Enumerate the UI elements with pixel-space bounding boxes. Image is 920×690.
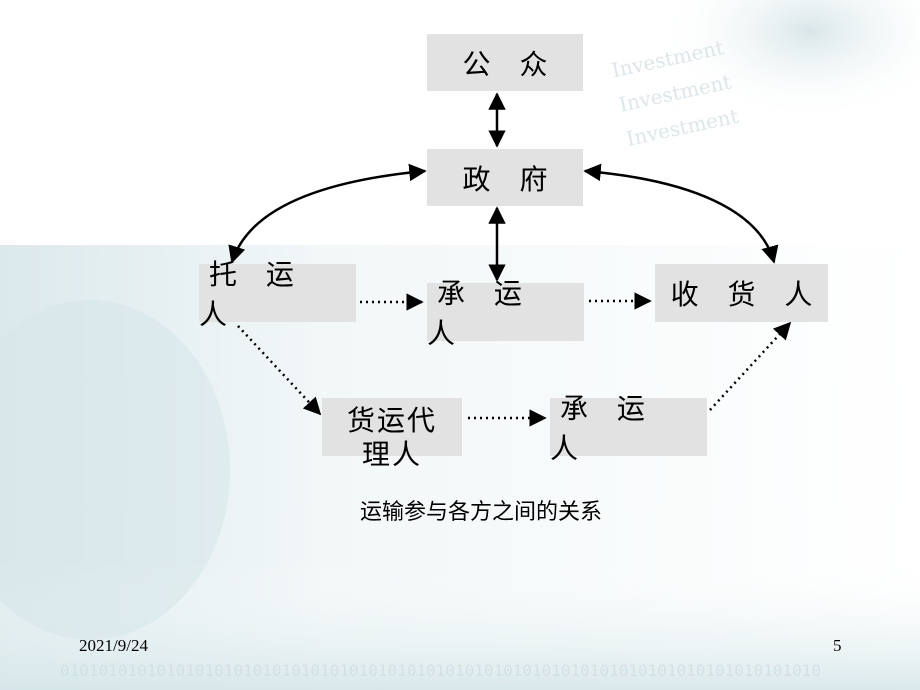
- diagram-caption: 运输参与各方之间的关系: [360, 500, 603, 525]
- node-shipper: 托 运 人: [199, 258, 356, 331]
- node-government: 政 府: [427, 149, 583, 206]
- node-carrier-top-label: 承 运 人: [427, 277, 532, 350]
- node-consignee-label: 收 货 人: [670, 278, 823, 311]
- node-public: 公 众: [427, 34, 583, 91]
- node-carrier-top: 承 运 人: [427, 277, 584, 350]
- node-carrier-bottom-label: 承 运 人: [550, 392, 655, 465]
- node-freight-agent-line1: 货运代: [346, 404, 437, 437]
- footer-date: 2021/9/24: [79, 636, 148, 655]
- node-carrier-bottom: 承 运 人: [550, 392, 707, 465]
- node-government-label: 政 府: [462, 162, 558, 196]
- node-freight-agent-line2: 理人: [361, 438, 422, 471]
- page-number: 5: [833, 636, 842, 655]
- node-consignee: 收 货 人: [655, 264, 828, 322]
- svg-text:010101010101010101010101010101: 0101010101010101010101010101010101010101…: [60, 661, 821, 680]
- node-freight-agent: 货运代 理人: [322, 398, 462, 471]
- node-public-label: 公 众: [462, 47, 558, 81]
- node-shipper-label: 托 运 人: [199, 258, 304, 331]
